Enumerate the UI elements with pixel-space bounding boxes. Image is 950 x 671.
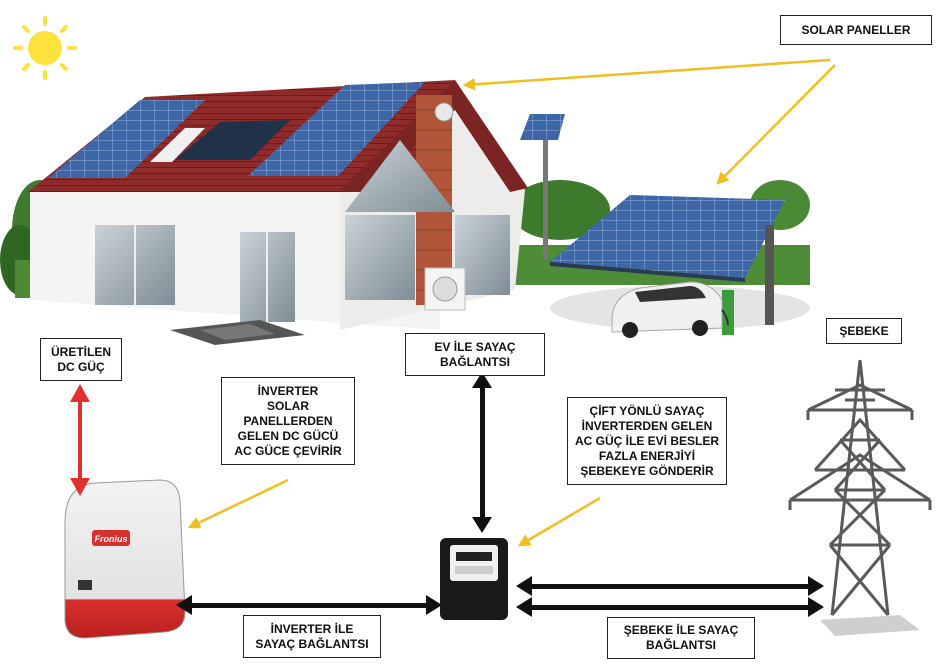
transmission-tower <box>788 359 932 616</box>
pointer-arrow-inverter <box>187 478 289 529</box>
label-line: İNVERTER İLE <box>270 621 354 636</box>
label-line: ÜRETİLEN <box>51 344 111 359</box>
label-line: ŞEBEKEYE GÖNDERİR <box>580 463 714 478</box>
label-line: SOLAR <box>267 398 309 413</box>
sun-icon <box>13 16 77 80</box>
label-line: ŞEBEKE <box>839 323 889 338</box>
pointer-arrow-carport-panels <box>716 64 836 185</box>
grid-meter-arrow-top <box>516 576 824 596</box>
dc-power-arrow <box>70 384 90 496</box>
label-line: SOLAR PANELLER <box>801 22 911 37</box>
house-meter-arrow <box>472 372 492 533</box>
street-light-panel <box>520 114 565 260</box>
solar-carport <box>550 195 785 338</box>
label-line: İNVERTER <box>257 383 319 398</box>
label-line: PANELLERDEN <box>243 413 333 428</box>
label-solar-panels: SOLAR PANELLER <box>780 15 932 45</box>
label-line: ŞEBEKE İLE SAYAÇ <box>623 623 739 637</box>
pointer-arrow-roof-panels <box>462 58 831 91</box>
bidirectional-meter <box>440 538 508 620</box>
label-line: ÇİFT YÖNLÜ SAYAÇ <box>589 403 705 418</box>
label-line: EV İLE SAYAÇ <box>434 339 516 354</box>
inverter: Fronius <box>64 479 186 639</box>
label-line: BAĞLANTSI <box>440 354 510 369</box>
label-line: FAZLA ENERJİYİ <box>598 448 696 463</box>
label-grid: ŞEBEKE <box>826 318 902 344</box>
house <box>28 80 528 345</box>
label-line: AC GÜÇ İLE EVİ BESLER <box>574 433 720 448</box>
inverter-meter-arrow <box>176 595 442 615</box>
label-line: SAYAÇ BAĞLANTSI <box>255 636 369 651</box>
grid-meter-arrow-bottom <box>516 597 824 617</box>
label-line: GELEN DC GÜCÜ <box>237 428 339 443</box>
pointer-arrow-meter <box>517 496 601 547</box>
label-line: İNVERTERDEN GELEN <box>581 418 713 433</box>
label-line: AC GÜCE ÇEVİRİR <box>234 443 342 458</box>
tower-base <box>820 615 920 636</box>
label-line: BAĞLANTSI <box>646 638 716 652</box>
inverter-brand-text: Fronius <box>95 534 128 544</box>
label-line: DC GÜÇ <box>57 359 105 374</box>
